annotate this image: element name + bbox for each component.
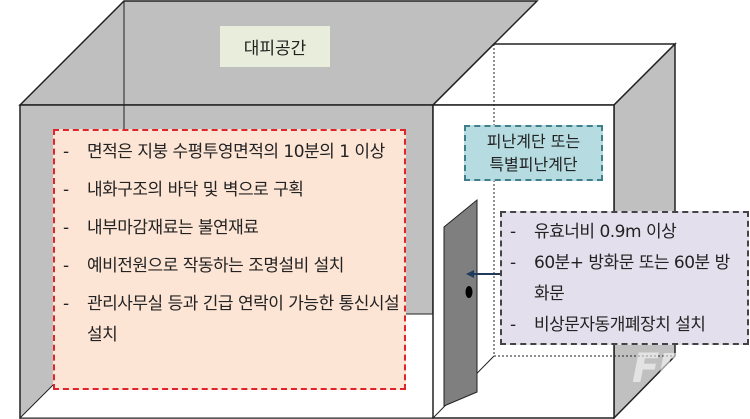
stair-label-line: 피난계단 또는	[486, 132, 581, 151]
door-knob	[465, 286, 473, 298]
bullet: -	[510, 315, 516, 335]
door-requirements: -유효너비 0.9m 이상 -60분+ 방화문 또는 60분 방화문 -비상문자…	[500, 211, 749, 345]
requirement-item: -관리사무실 등과 긴급 연락이 가능한 통신시설 설치	[63, 289, 404, 351]
requirement-text: 내화구조의 바닥 및 벽으로 구획	[87, 180, 304, 200]
bullet: -	[63, 294, 69, 314]
stair-label-line: 특별피난계단	[489, 155, 578, 174]
door-requirement-item: -유효너비 0.9m 이상	[510, 217, 747, 248]
stair-label: 피난계단 또는 특별피난계단	[464, 125, 603, 181]
requirement-item: -면적은 지붕 수평투영면적의 10분의 1 이상	[63, 137, 404, 168]
bullet: -	[63, 142, 69, 162]
evacuation-space-label: 대피공간	[220, 26, 330, 67]
requirement-text: 면적은 지붕 수평투영면적의 10분의 1 이상	[87, 142, 385, 162]
requirement-item: -내부마감재료는 불연재료	[63, 213, 404, 244]
requirement-item: -예비전원으로 작동하는 조명설비 설치	[63, 251, 404, 282]
requirement-text: 내부마감재료는 불연재료	[87, 218, 259, 238]
bullet: -	[63, 256, 69, 276]
bullet: -	[510, 222, 516, 242]
requirement-text: 관리사무실 등과 긴급 연락이 가능한 통신시설 설치	[87, 294, 400, 345]
evacuation-space-requirements: -면적은 지붕 수평투영면적의 10분의 1 이상 -내화구조의 바닥 및 벽으…	[53, 129, 406, 390]
door-requirement-text: 비상문자동개폐장치 설치	[534, 315, 706, 335]
requirement-text: 예비전원으로 작동하는 조명설비 설치	[87, 256, 344, 276]
door	[443, 198, 478, 407]
requirement-item: -내화구조의 바닥 및 벽으로 구획	[63, 175, 404, 206]
bullet: -	[510, 253, 516, 273]
door-requirement-text: 유효너비 0.9m 이상	[534, 222, 677, 242]
fpn-watermark: FPN	[632, 346, 718, 392]
bullet: -	[63, 180, 69, 200]
door-requirement-text: 60분+ 방화문 또는 60분 방화문	[534, 253, 730, 304]
door-requirement-item: -60분+ 방화문 또는 60분 방화문	[510, 248, 747, 310]
arrow-head-icon	[466, 270, 474, 278]
door-requirement-item: -비상문자동개폐장치 설치	[510, 310, 747, 341]
bullet: -	[63, 218, 69, 238]
